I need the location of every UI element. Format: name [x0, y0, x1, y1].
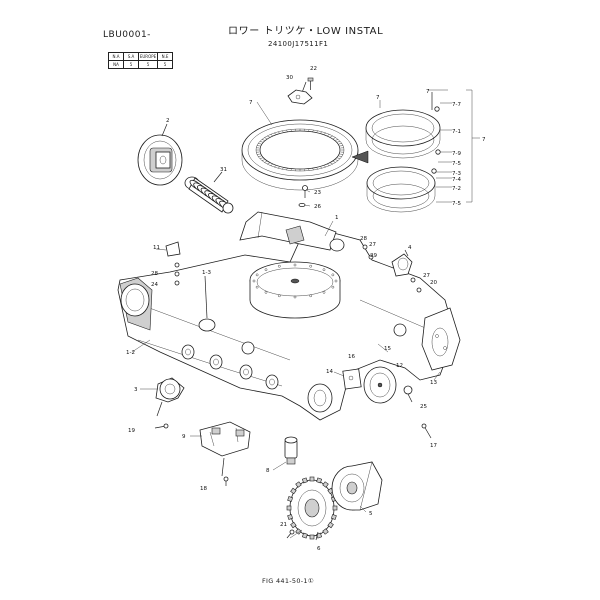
swing-circle-mount	[249, 261, 341, 319]
callout-27-upper: 27	[369, 242, 376, 248]
callout-1: 1	[335, 215, 339, 221]
seal-part	[434, 106, 440, 112]
callout-20: 20	[430, 280, 437, 286]
callout-31: 31	[220, 167, 227, 173]
seal-part	[435, 149, 441, 155]
callout-2: 2	[166, 118, 170, 124]
bolt-part	[154, 423, 169, 429]
callout-7-7: 7-7	[452, 102, 461, 108]
callout-7-5-lower: 7-5	[452, 201, 461, 207]
carrier-roller-part	[155, 377, 185, 403]
track-rollers	[181, 323, 407, 390]
bolt-part	[307, 77, 314, 90]
callout-22: 22	[310, 66, 317, 72]
callout-1-2: 1-2	[126, 350, 135, 356]
callout-1-3: 1-3	[202, 270, 211, 276]
callout-17: 17	[430, 443, 437, 449]
callout-9: 9	[182, 434, 186, 440]
callout-labels: 30 22 7 7 7-7 7-1 7 7-9 7-5 7-3 7-4 7-2 …	[126, 66, 486, 552]
callout-28-left: 28	[151, 271, 158, 277]
callout-7-2: 7-2	[452, 186, 461, 192]
callout-27-lower: 27	[423, 273, 430, 279]
spec-value-ne: 5	[157, 60, 173, 69]
small-bolt-part	[410, 277, 422, 293]
callout-16: 16	[348, 354, 355, 360]
bearing-outer-race-part	[365, 109, 441, 159]
sprocket-teeth	[286, 476, 338, 540]
callout-26: 26	[314, 204, 321, 210]
bolt-part	[223, 476, 229, 486]
travel-motor-part	[331, 461, 383, 511]
washer-part	[298, 202, 306, 207]
cover-part	[363, 366, 397, 404]
callout-12: 12	[396, 363, 403, 369]
callout-19: 19	[128, 428, 135, 434]
callout-7-ring: 7	[376, 95, 380, 101]
bolt-part	[403, 385, 413, 395]
diagram-title: ロワー トリツケ・LOW INSTAL	[228, 26, 384, 37]
callout-7-group: 7	[482, 137, 486, 143]
document-code: LBU0001-	[103, 30, 151, 40]
recoil-spring-part	[184, 176, 234, 214]
spec-table-header-row: N.A S.A EUROPE N.E	[108, 52, 173, 61]
boss-part	[198, 318, 216, 332]
figure-reference: FIG 441-50-1①	[262, 577, 314, 585]
callout-24: 24	[151, 282, 158, 288]
grease-cylinder-part	[391, 253, 413, 277]
pin-part	[329, 238, 345, 252]
callout-3: 3	[134, 387, 138, 393]
callout-25: 25	[420, 404, 427, 410]
plate-part	[342, 368, 362, 390]
callout-7-9: 7-9	[452, 151, 461, 157]
lubricator-part	[284, 436, 298, 465]
swing-bearing-ring	[241, 119, 359, 191]
callout-21: 21	[280, 522, 287, 528]
callout-11: 11	[153, 245, 160, 251]
callout-4: 4	[408, 245, 412, 251]
callout-7-4: 7-4	[452, 177, 461, 183]
callout-30: 30	[286, 75, 293, 81]
callout-8: 8	[266, 468, 270, 474]
bolt-part	[286, 529, 295, 539]
leader-lines	[131, 101, 441, 513]
callout-7-1: 7-1	[452, 129, 461, 135]
callout-14: 14	[326, 369, 333, 375]
front-idler-part	[137, 134, 183, 186]
assembly-part-number: 24100J17511F1	[268, 40, 329, 48]
spec-table-value-row: NA 5 5 5	[108, 60, 173, 69]
market-spec-table: N.A S.A EUROPE N.E NA 5 5 5	[108, 52, 173, 69]
small-bolt-part	[362, 244, 374, 260]
callout-7: 7	[249, 100, 253, 106]
callout-13: 13	[430, 380, 437, 386]
bearing-gear-teeth	[256, 129, 344, 171]
seal-part	[431, 168, 437, 174]
bolt-part	[421, 423, 432, 439]
callout-23: 23	[314, 190, 321, 196]
callout-7-5: 7-5	[452, 161, 461, 167]
arrow-icon	[351, 150, 369, 164]
small-bolt-part	[174, 262, 180, 286]
bracket-part	[165, 241, 181, 257]
drive-sprocket-part	[286, 476, 338, 540]
callout-28-right: 28	[360, 236, 367, 242]
callout-7-3: 7-3	[452, 171, 461, 177]
bearing-inner-race-part	[366, 166, 436, 213]
small-bolt-part	[302, 185, 308, 198]
callout-6: 6	[317, 546, 321, 552]
callout-5: 5	[369, 511, 373, 517]
callout-18: 18	[200, 486, 207, 492]
retainer-plate-part	[287, 89, 313, 105]
track-frame-part	[117, 231, 461, 421]
mount-bolt-holes	[252, 263, 338, 299]
callout-15: 15	[384, 346, 391, 352]
track-guard-part	[199, 421, 251, 457]
callout-29: 29	[370, 253, 377, 259]
callout-7-top: 7	[426, 89, 430, 95]
